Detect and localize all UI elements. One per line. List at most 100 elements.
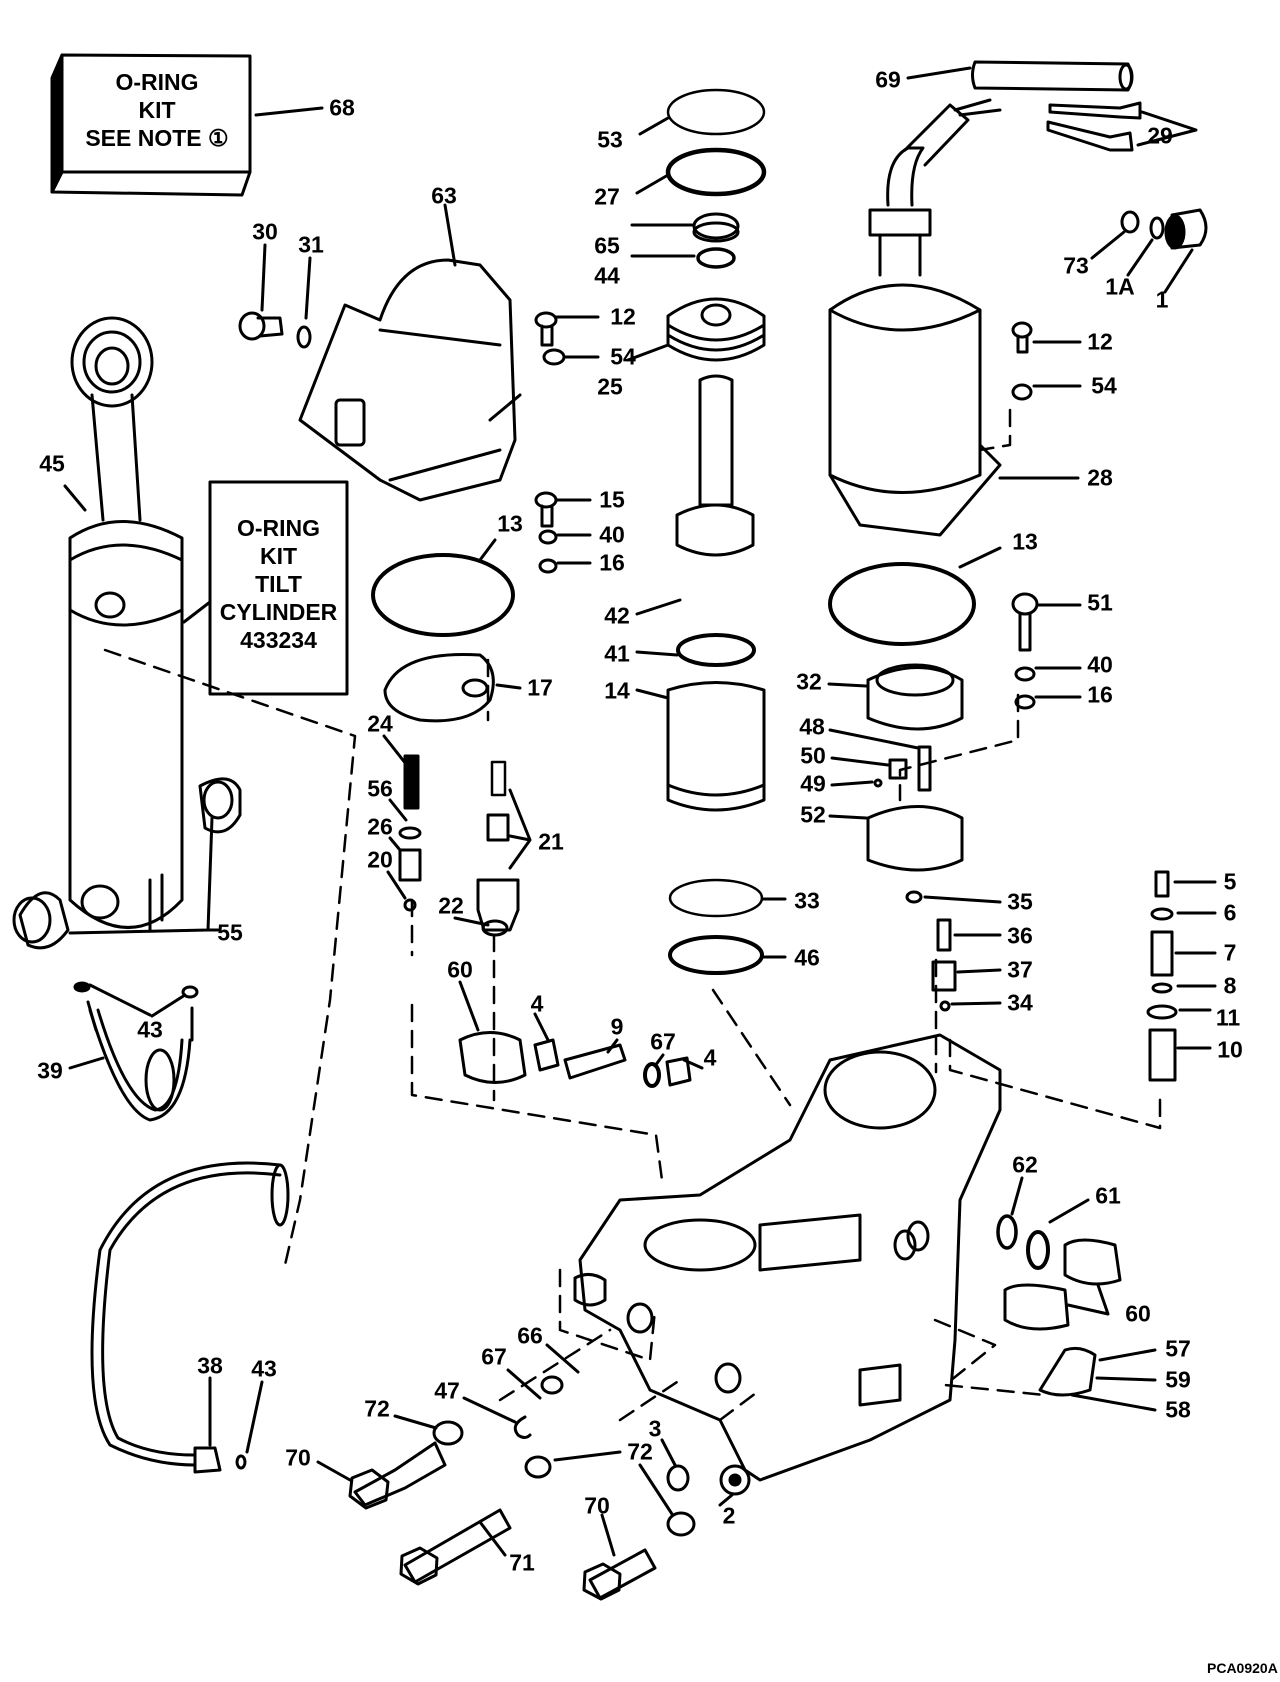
part-number-label: 13 bbox=[497, 510, 523, 537]
part-number-label: 33 bbox=[794, 887, 820, 914]
kit-line: SEE NOTE ① bbox=[85, 125, 229, 151]
part-number-label: 43 bbox=[251, 1355, 277, 1382]
part-number-label: 48 bbox=[799, 713, 825, 740]
screw-30 bbox=[238, 243, 312, 349]
part-number-label: 21 bbox=[538, 828, 564, 855]
part-number-label: 22 bbox=[438, 892, 464, 919]
part-number-label: 42 bbox=[604, 602, 630, 629]
part-number-label: 28 bbox=[1087, 464, 1113, 491]
part-number-label: 41 bbox=[604, 640, 630, 667]
pump-assembly bbox=[827, 663, 1002, 1012]
part-number-label: 45 bbox=[39, 450, 65, 477]
part-number-label: 32 bbox=[796, 668, 822, 695]
part-number-label: 53 bbox=[597, 126, 623, 153]
part-number-label: 3 bbox=[648, 1415, 662, 1442]
part-number-label: 30 bbox=[252, 218, 278, 245]
part-number-label: 17 bbox=[527, 674, 553, 701]
check-valve-row bbox=[458, 980, 704, 1088]
part-number-label: 27 bbox=[594, 183, 620, 210]
tilt-cylinder bbox=[63, 316, 184, 932]
part-number-label: 51 bbox=[1087, 589, 1113, 616]
part-number-label: 61 bbox=[1095, 1182, 1121, 1209]
o-ring-kit-box bbox=[50, 53, 324, 197]
part-number-label: 34 bbox=[1007, 989, 1033, 1016]
part-number-label: 25 bbox=[597, 373, 623, 400]
drawing-code: PCA0920A bbox=[1207, 1660, 1278, 1676]
small-screws-right bbox=[1011, 321, 1082, 710]
center-column-parts bbox=[626, 88, 787, 975]
part-number-label: 6 bbox=[1223, 899, 1237, 926]
part-number-label: 52 bbox=[800, 801, 826, 828]
part-number-label: 16 bbox=[599, 549, 625, 576]
part-number-label: 44 bbox=[594, 262, 620, 289]
part-number-label: 13 bbox=[1012, 528, 1038, 555]
cap-parts bbox=[1090, 208, 1208, 294]
part-number-label: 63 bbox=[431, 182, 457, 209]
part-number-label: 70 bbox=[285, 1444, 311, 1471]
part-number-label: 12 bbox=[1087, 328, 1113, 355]
part-number-label: 24 bbox=[367, 710, 393, 737]
part-number-label: 66 bbox=[517, 1322, 543, 1349]
part-number-label: 2 bbox=[722, 1502, 736, 1529]
o-ring-13-left bbox=[371, 538, 515, 637]
part-number-label: 1A bbox=[1105, 273, 1135, 300]
part-number-label: 4 bbox=[703, 1044, 717, 1071]
part-number-label: 26 bbox=[367, 813, 393, 840]
kit-line: O-RING bbox=[115, 69, 199, 95]
tube-39 bbox=[68, 981, 199, 1122]
part-number-label: 9 bbox=[610, 1013, 624, 1040]
kit-note-label: O-RING KIT SEE NOTE ① bbox=[64, 68, 250, 152]
part-number-label: 38 bbox=[197, 1352, 223, 1379]
kit-line: KIT bbox=[259, 543, 298, 569]
part-number-label: 49 bbox=[800, 770, 826, 797]
part-number-label: 71 bbox=[509, 1549, 535, 1576]
sleeve-and-terminals bbox=[906, 60, 1198, 152]
part-number-label: 54 bbox=[1091, 372, 1117, 399]
plate-17 bbox=[383, 652, 522, 723]
part-number-label: 47 bbox=[434, 1377, 460, 1404]
kit-line: KIT bbox=[138, 97, 176, 123]
part-number-label: 20 bbox=[367, 846, 393, 873]
part-number-label: 43 bbox=[137, 1016, 163, 1043]
right-valve-stack bbox=[1146, 870, 1217, 1082]
part-number-label: 73 bbox=[1063, 252, 1089, 279]
kit-line: O-RING bbox=[236, 515, 321, 541]
motor-cover bbox=[298, 203, 522, 502]
part-number-label: 7 bbox=[1223, 939, 1237, 966]
part-number-label: 14 bbox=[604, 677, 630, 704]
part-number-label: 35 bbox=[1007, 888, 1033, 915]
part-number-label: 16 bbox=[1087, 681, 1113, 708]
part-number-label: 72 bbox=[627, 1438, 653, 1465]
bottom-fasteners bbox=[316, 1273, 696, 1601]
part-number-label: 60 bbox=[1125, 1300, 1151, 1327]
part-number-label: 31 bbox=[298, 231, 324, 258]
part-number-label: 4 bbox=[530, 990, 544, 1017]
part-number-label: 29 bbox=[1147, 122, 1173, 149]
part-number-label: 10 bbox=[1217, 1036, 1243, 1063]
part-number-label: 11 bbox=[1215, 1004, 1241, 1031]
part-number-label: 5 bbox=[1223, 868, 1237, 895]
part-number-label: 62 bbox=[1012, 1151, 1038, 1178]
part-number-label: 46 bbox=[794, 944, 820, 971]
part-number-label: 69 bbox=[875, 66, 901, 93]
assembly-dashed-lines bbox=[103, 408, 1162, 1422]
part-number-label: 72 bbox=[364, 1395, 390, 1422]
part-number-label: 55 bbox=[217, 919, 243, 946]
o-ring-13-right bbox=[828, 546, 1002, 646]
part-number-label: 40 bbox=[1087, 651, 1113, 678]
valve-parts-left bbox=[382, 734, 532, 937]
kit-line: CYLINDER bbox=[219, 599, 338, 625]
part-number-label: 1 bbox=[1155, 286, 1169, 313]
tilt-cylinder-kit-label: O-RING KIT TILT CYLINDER 433234 bbox=[210, 514, 347, 654]
part-number-label: 67 bbox=[650, 1028, 676, 1055]
side-valves bbox=[996, 1176, 1157, 1412]
part-number-label: 70 bbox=[584, 1492, 610, 1519]
part-number-label: 59 bbox=[1165, 1366, 1191, 1393]
part-number-label: 12 bbox=[610, 303, 636, 330]
kit-line: 433234 bbox=[240, 627, 317, 653]
tilt-cylinder-kit-box bbox=[182, 480, 349, 696]
trim-motor bbox=[828, 98, 1080, 537]
part-number-label: 60 bbox=[447, 956, 473, 983]
pump-housing bbox=[578, 1033, 1002, 1507]
